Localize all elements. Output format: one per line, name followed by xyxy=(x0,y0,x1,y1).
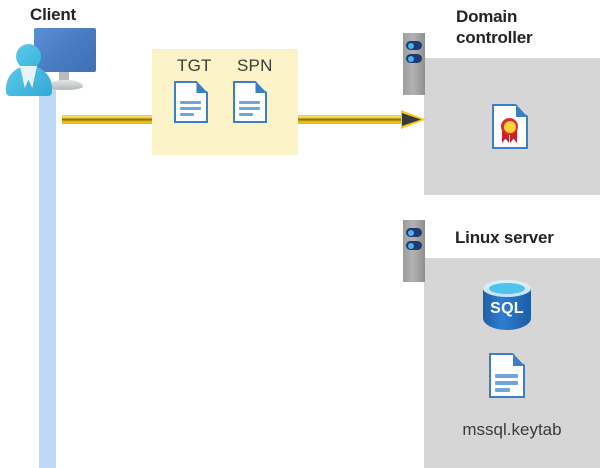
sql-database-icon: SQL xyxy=(483,280,531,336)
document-text-line xyxy=(495,388,510,392)
document-fold xyxy=(255,81,267,94)
kerberos-ticket-box: TGT SPN xyxy=(152,49,298,155)
database-top-inner xyxy=(489,283,525,294)
linux-server-rack-icon xyxy=(403,220,425,282)
person-head-icon xyxy=(16,44,41,69)
spn-label: SPN xyxy=(237,56,273,75)
tgt-document-icon xyxy=(174,81,208,123)
document-page xyxy=(174,81,208,123)
monitor-screen-icon xyxy=(34,28,96,72)
client-lifeline xyxy=(39,88,56,468)
keytab-filename-label: mssql.keytab xyxy=(462,420,562,439)
document-text-line xyxy=(239,107,260,110)
spn-document-icon xyxy=(233,81,267,123)
rack-bay xyxy=(406,41,422,50)
tgt-label: TGT xyxy=(177,56,212,75)
document-text-line xyxy=(180,101,201,104)
linux-server-title: Linux server xyxy=(455,228,554,247)
sql-label: SQL xyxy=(490,300,524,317)
rack-led-icon xyxy=(408,42,414,49)
keytab-document-icon xyxy=(489,353,525,398)
certificate-icon xyxy=(492,104,528,149)
domain-controller-server-rack-icon xyxy=(403,33,425,95)
rack-led-icon xyxy=(408,55,414,62)
user-workstation-icon xyxy=(6,26,98,96)
document-text-line xyxy=(180,113,194,116)
rack-led-icon xyxy=(408,242,414,249)
document-text-line xyxy=(239,101,260,104)
document-text-line xyxy=(495,381,518,385)
rack-bay xyxy=(406,54,422,63)
rack-led-icon xyxy=(408,229,414,236)
document-text-line xyxy=(239,113,253,116)
certificate-seal-inner xyxy=(503,120,516,133)
person-collar-icon xyxy=(20,66,37,88)
certificate-ribbon xyxy=(502,128,509,143)
document-text-line xyxy=(180,107,201,110)
rack-bay xyxy=(406,241,422,250)
monitor-neck-icon xyxy=(59,72,69,82)
certificate-ribbon xyxy=(510,128,517,143)
domain-controller-title-line1: Domain xyxy=(456,7,518,26)
document-text-line xyxy=(495,374,518,378)
monitor-base-icon xyxy=(47,80,83,90)
domain-controller-title: Domain controller xyxy=(456,6,596,48)
document-fold xyxy=(196,81,208,94)
client-title: Client xyxy=(30,5,77,24)
rack-bay xyxy=(406,228,422,237)
domain-controller-title-line2: controller xyxy=(456,28,533,47)
